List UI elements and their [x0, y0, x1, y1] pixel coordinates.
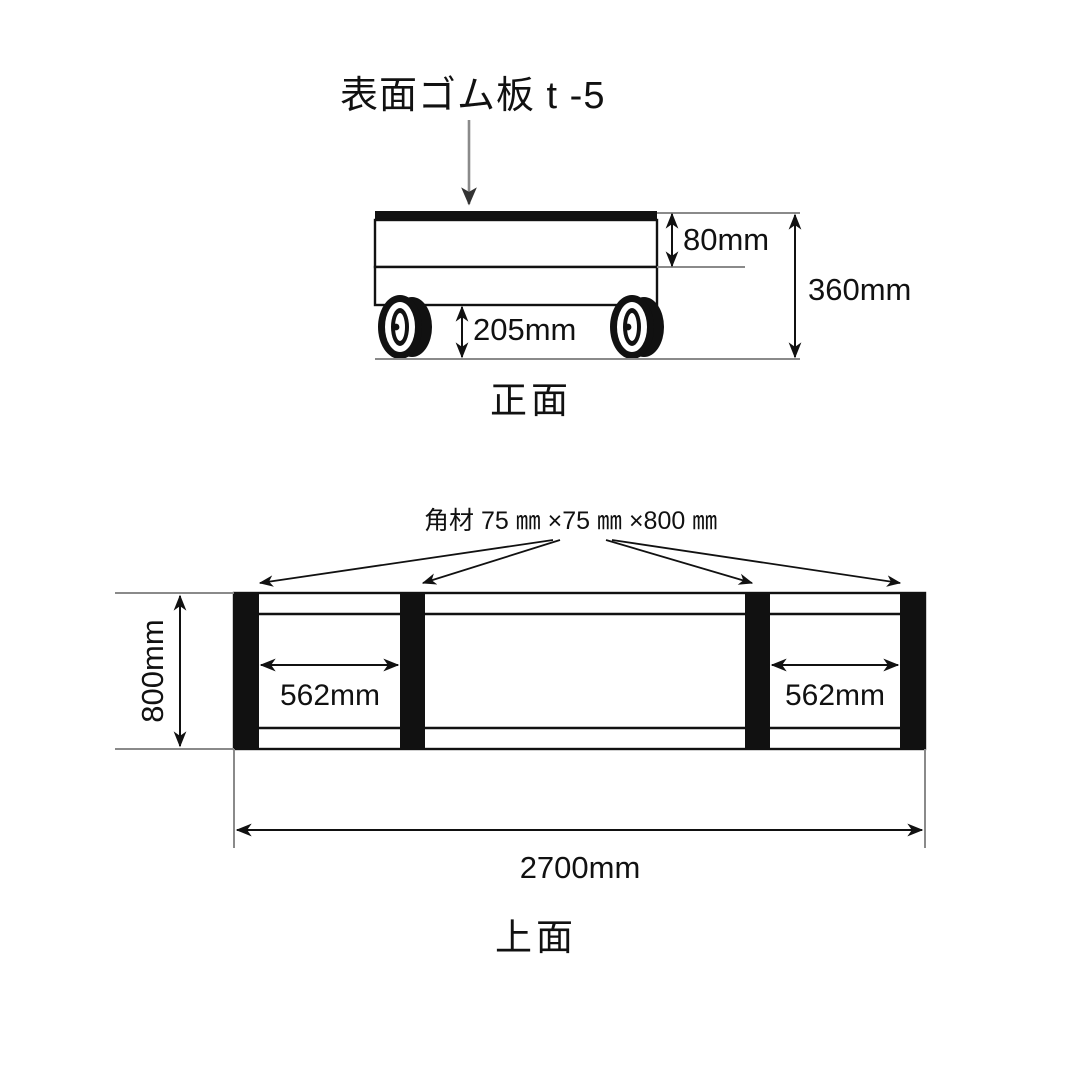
top-view-post-2: [400, 593, 425, 749]
timber-leader-post-3: [605, 539, 754, 585]
rubber-sheet-note-label: 表面ゴム板 t -5: [340, 75, 605, 117]
timber-leader-post-1: [258, 539, 554, 587]
dim-label-bay-left: 562mm: [280, 679, 380, 712]
caster-right: [610, 295, 664, 359]
top-view-post-4: [900, 593, 925, 749]
deck-lower-body: [373, 265, 659, 307]
caster-left-core: [395, 313, 405, 341]
top-view-post-1: [234, 593, 259, 749]
dim-label-length: 2700mm: [520, 850, 641, 885]
top-view-group: 角材 75 ㎜ ×75 ㎜ ×800 ㎜ 800mm: [115, 507, 927, 958]
timber-leader-post-4: [611, 539, 902, 587]
front-view-group: 表面ゴム板 t -5: [340, 75, 911, 421]
caster-left-axle: [392, 323, 400, 331]
rubber-sheet-band: [375, 211, 657, 220]
dim-label-bay-right: 562mm: [785, 679, 885, 712]
caster-right-axle: [624, 323, 632, 331]
dim-label-overall-height: 360mm: [808, 272, 911, 307]
front-view-caption: 正面: [490, 380, 572, 421]
dim-label-deck-thickness: 80mm: [683, 222, 769, 257]
timber-leader-post-2: [421, 539, 561, 585]
dim-label-width: 800mm: [135, 619, 170, 722]
top-view-post-3: [745, 593, 770, 749]
dim-label-wheel-clearance: 205mm: [473, 312, 576, 347]
top-view-deck-outline: [232, 591, 927, 751]
caster-left: [378, 295, 432, 359]
caster-right-core: [627, 313, 637, 341]
top-view-caption: 上面: [495, 917, 577, 958]
deck-upper-body: [373, 218, 659, 269]
timber-note-label: 角材 75 ㎜ ×75 ㎜ ×800 ㎜: [424, 507, 717, 535]
